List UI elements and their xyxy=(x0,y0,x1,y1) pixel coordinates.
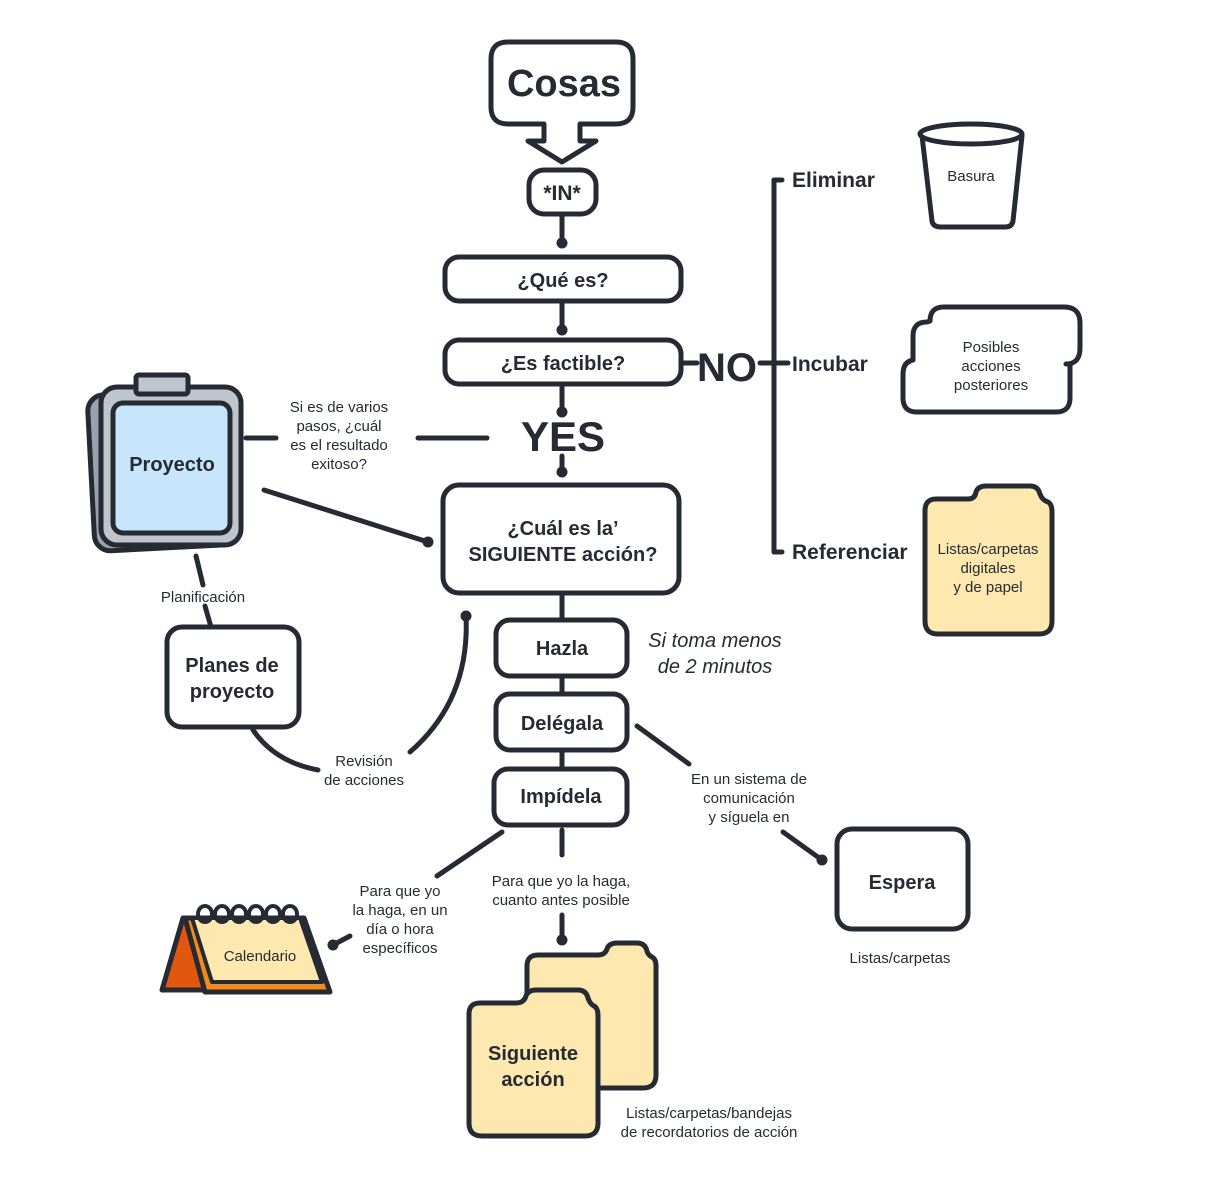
dot-revision xyxy=(460,610,472,622)
bandejas-line2: de recordatorios de acción xyxy=(621,1124,798,1141)
dot-siguiente xyxy=(556,466,568,478)
planificacion-label: Planificación xyxy=(161,589,245,606)
referenciar-label: Referenciar xyxy=(792,541,908,564)
reference-folder-icon xyxy=(922,483,1055,637)
dia-hora-line1: Para que yo xyxy=(360,883,441,900)
delegala-box xyxy=(493,691,630,753)
cosas-bubble xyxy=(488,39,636,165)
cosas-node: Cosas xyxy=(488,39,636,165)
revision-line1: Revisión xyxy=(335,753,393,770)
hazla-label: Hazla xyxy=(536,638,589,660)
listas-ref-line3: y de papel xyxy=(953,579,1022,596)
dia-hora-line2: la haga, en un xyxy=(352,902,447,919)
planes-proyecto-box xyxy=(164,624,302,730)
dia-hora-line4: específicos xyxy=(362,940,437,957)
comunicacion-to-espera-line xyxy=(780,829,825,863)
varios-pasos-line1: Si es de varios xyxy=(290,399,388,416)
impidela-label: Impídela xyxy=(520,786,602,808)
siguiente-accion-line2: acción xyxy=(501,1069,564,1091)
dot-calendario xyxy=(327,939,339,951)
dot-espera xyxy=(816,854,828,866)
listas-ref-line1: Listas/carpetas xyxy=(938,541,1039,558)
next-action-folders-icon xyxy=(466,940,659,1139)
project-clipboard-icon xyxy=(85,372,244,554)
in-label: *IN* xyxy=(543,182,581,205)
proyecto-to-siguiente-line xyxy=(261,487,431,545)
comunicacion-line3: y síguela en xyxy=(709,809,790,826)
es-factible-label: ¿Es factible? xyxy=(501,353,625,375)
no-label: NO xyxy=(697,346,757,390)
menos-2min-line1: Si toma menos xyxy=(648,630,781,652)
planes-line2: proyecto xyxy=(190,681,274,703)
posibles-line2: acciones xyxy=(961,358,1020,375)
revision-to-siguiente-curve xyxy=(407,613,469,755)
trash-bin-icon xyxy=(917,121,1025,230)
planificacion-to-planes-line xyxy=(202,603,214,630)
revision-line2: de acciones xyxy=(324,772,404,789)
planes-to-revision-curve xyxy=(250,727,321,773)
espera-box xyxy=(834,826,971,932)
posibles-line3: posteriores xyxy=(954,377,1028,394)
menos-2min-line2: de 2 minutos xyxy=(658,656,773,678)
comunicacion-line1: En un sistema de xyxy=(691,771,807,788)
cosas-label: Cosas xyxy=(507,63,621,105)
dot-factible xyxy=(556,324,568,336)
dot-yes-top xyxy=(556,406,568,418)
proyecto-to-planificacion-line xyxy=(193,553,206,588)
posibles-line1: Posibles xyxy=(963,339,1020,356)
siguiente-accion-line1: Siguiente xyxy=(488,1043,578,1065)
dot-quees xyxy=(556,237,568,249)
yes-label: YES xyxy=(521,413,605,460)
es-factible-box xyxy=(442,337,684,387)
siguiente-accion-box xyxy=(440,482,682,596)
calendario-label: Calendario xyxy=(224,948,297,965)
connector-dots xyxy=(327,237,828,951)
basura-label: Basura xyxy=(947,168,995,185)
listas-carpetas-label: Listas/carpetas xyxy=(850,950,951,967)
dot-proyecto-arrow xyxy=(422,536,434,548)
planes-line1: Planes de xyxy=(185,655,278,677)
que-es-label: ¿Qué es? xyxy=(517,270,608,292)
siguiente-line2: SIGUIENTE acción? xyxy=(469,544,658,566)
eliminar-label: Eliminar xyxy=(792,169,875,192)
cuanto-antes-line2: cuanto antes posible xyxy=(492,892,630,909)
comunicacion-line2: comunicación xyxy=(703,790,795,807)
cuanto-antes-line1: Para que yo la haga, xyxy=(492,873,630,890)
bandejas-line1: Listas/carpetas/bandejas xyxy=(626,1105,792,1122)
delegala-to-comunicacion-line xyxy=(634,723,692,767)
proyecto-label: Proyecto xyxy=(129,454,215,476)
dot-folders xyxy=(556,934,568,946)
calendar-icon xyxy=(159,904,333,995)
incubar-label: Incubar xyxy=(792,353,868,376)
espera-label: Espera xyxy=(869,872,937,894)
impidela-to-diahora-line xyxy=(434,829,505,879)
varios-pasos-line3: es el resultado xyxy=(290,437,388,454)
listas-ref-line2: digitales xyxy=(960,560,1015,577)
in-box xyxy=(526,167,599,217)
dia-hora-line3: día o hora xyxy=(366,921,434,938)
siguiente-line1: ¿Cuál es la’ xyxy=(507,518,618,540)
que-es-box xyxy=(442,254,684,304)
impidela-box xyxy=(491,766,630,828)
incubate-container-icon xyxy=(900,304,1083,415)
varios-pasos-line2: pasos, ¿cuál xyxy=(296,418,381,435)
hazla-box xyxy=(493,617,630,679)
delegala-label: Delégala xyxy=(521,713,604,735)
varios-pasos-line4: exitoso? xyxy=(311,456,367,473)
